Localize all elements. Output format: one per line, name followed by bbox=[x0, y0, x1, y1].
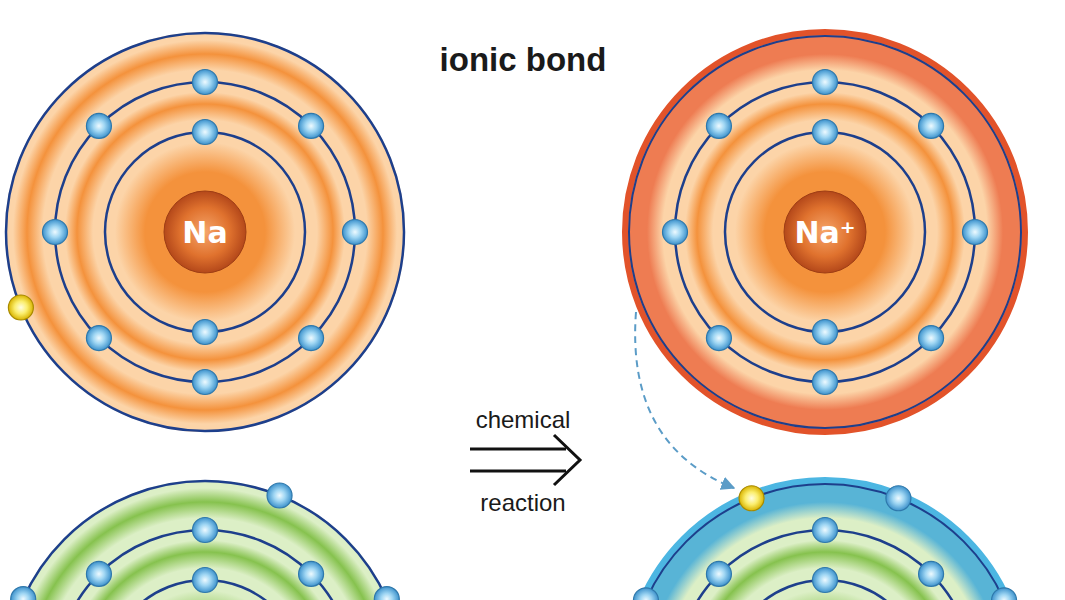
electron-shell bbox=[105, 132, 305, 332]
electron bbox=[813, 320, 838, 345]
electron bbox=[919, 113, 944, 138]
atom bbox=[625, 480, 1025, 600]
electron bbox=[193, 568, 218, 593]
diagram-title: ionic bond bbox=[440, 41, 607, 79]
outer-shell bbox=[629, 36, 1021, 428]
arrow-label: reaction bbox=[480, 489, 565, 517]
electron-shell bbox=[55, 82, 355, 382]
electron bbox=[193, 370, 218, 395]
electron bbox=[86, 113, 111, 138]
outer-shell bbox=[629, 484, 1021, 600]
atom bbox=[5, 480, 405, 600]
atom bbox=[625, 32, 1025, 432]
electron bbox=[813, 518, 838, 543]
nucleus-circle: Na bbox=[163, 190, 247, 274]
electron bbox=[299, 561, 324, 586]
electron bbox=[706, 561, 731, 586]
reaction-arrow bbox=[470, 435, 580, 485]
electron bbox=[374, 587, 399, 600]
electron bbox=[813, 568, 838, 593]
electron bbox=[663, 220, 688, 245]
electron-shell bbox=[675, 82, 975, 382]
electron bbox=[11, 587, 36, 600]
transferred-electron bbox=[739, 486, 764, 511]
atom-disc bbox=[5, 32, 405, 432]
transferred-electron bbox=[8, 295, 33, 320]
electron bbox=[706, 326, 731, 351]
electron bbox=[193, 70, 218, 95]
electron bbox=[343, 220, 368, 245]
atom-disc bbox=[625, 32, 1025, 432]
electron bbox=[919, 561, 944, 586]
ion-edge bbox=[625, 32, 1025, 432]
electron bbox=[813, 70, 838, 95]
electron bbox=[193, 518, 218, 543]
ion-edge bbox=[625, 480, 1025, 600]
electron bbox=[86, 326, 111, 351]
electron bbox=[299, 113, 324, 138]
electron bbox=[919, 326, 944, 351]
electron bbox=[43, 220, 68, 245]
electron bbox=[633, 588, 658, 600]
transfer-arrow bbox=[635, 312, 734, 488]
electron bbox=[706, 113, 731, 138]
arrow-label: chemical bbox=[476, 406, 571, 434]
electron bbox=[813, 120, 838, 145]
outer-shell bbox=[6, 33, 404, 431]
atom-disc bbox=[625, 480, 1025, 600]
electron bbox=[992, 588, 1017, 600]
atom bbox=[5, 32, 405, 432]
electron bbox=[813, 370, 838, 395]
element-symbol: Na⁺ bbox=[783, 190, 867, 274]
atom-disc bbox=[5, 480, 405, 600]
electron bbox=[963, 220, 988, 245]
electron bbox=[267, 483, 292, 508]
electron-shell bbox=[725, 132, 925, 332]
electron bbox=[299, 326, 324, 351]
electron bbox=[193, 120, 218, 145]
element-symbol: Na bbox=[163, 190, 247, 274]
electron bbox=[193, 320, 218, 345]
nucleus-circle: Na⁺ bbox=[783, 190, 867, 274]
electron bbox=[886, 486, 911, 511]
outer-shell bbox=[6, 481, 404, 600]
electron bbox=[86, 561, 111, 586]
